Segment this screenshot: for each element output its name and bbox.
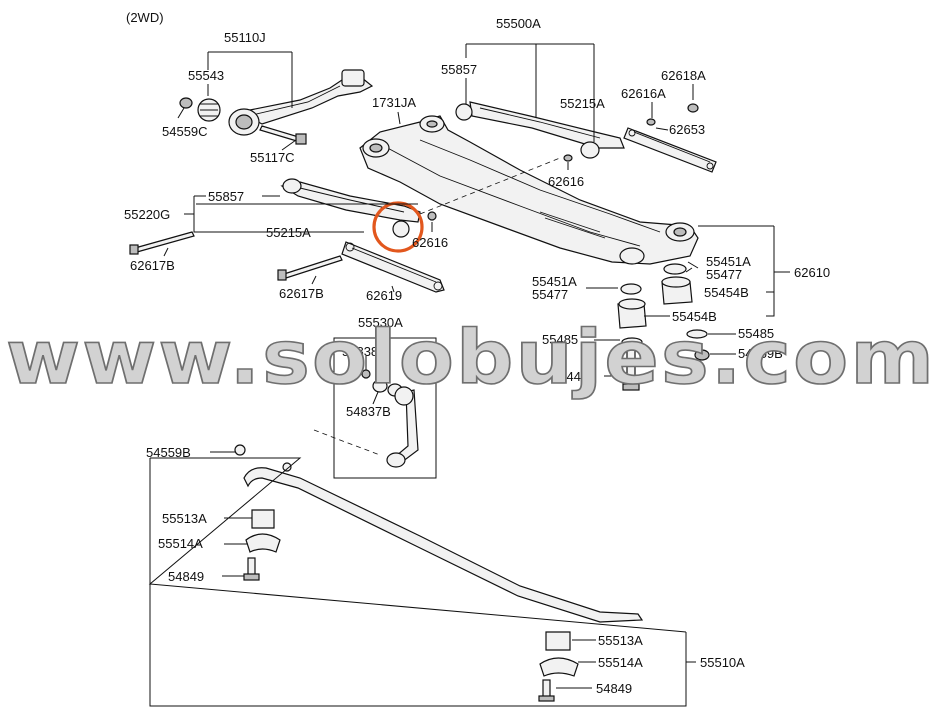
stabilizer-link [313,369,419,468]
callout-62619: 62619 [366,288,402,303]
callout-62610: 62610 [794,265,830,280]
callout-55857-upper: 55857 [441,62,477,77]
callout-62653: 62653 [669,122,705,137]
callout-55454B-lower: 55454B [672,309,717,324]
callout-54849-left: 54849 [168,569,204,584]
callout-55477-right: 55477 [706,267,742,282]
parts-drawing [129,69,717,702]
callout-55448: 55448 [552,369,588,384]
callout-55220G: 55220G [124,207,170,222]
callout-54559C: 54559C [162,124,208,139]
callout-1731JA: 1731JA [372,95,416,110]
callout-62617B-left: 62617B [130,258,175,273]
callout-55510A: 55510A [700,655,745,670]
callout-54849-right: 54849 [596,681,632,696]
leader-lines [148,43,790,707]
callout-55485-right: 55485 [738,326,774,341]
callout-55543: 55543 [188,68,224,83]
callout-54559B-right: 54559B [738,346,783,361]
highlighted-bushing-ring [372,201,424,253]
callout-54838: 54838 [342,344,378,359]
callout-62618A: 62618A [661,68,706,83]
crossmember-bushing-stack [617,263,710,391]
callout-55514A-left: 55514A [158,536,203,551]
lower-link-bar [277,241,445,293]
watermark-text: www.solobujes.com [6,315,936,401]
callout-55485-left: 55485 [542,332,578,347]
upper-trailing-arm [179,69,374,145]
callout-55454B-upper: 55454B [704,285,749,300]
callout-54837B: 54837B [346,404,391,419]
callout-54559B-left: 54559B [146,445,191,460]
callout-55110J: 55110J [224,30,266,45]
lower-lateral-arm [129,178,437,255]
callout-55477-left: 55477 [532,287,568,302]
variant-note: (2WD) [126,10,164,25]
callout-55451A-left: 55451A [532,274,577,289]
callout-55117C: 55117C [250,150,295,165]
callout-55513A-right: 55513A [598,633,643,648]
callout-62617B-mid: 62617B [279,286,324,301]
toe-link-bar [623,127,717,173]
rear-crossmember [359,115,699,265]
callout-55215A-upper: 55215A [560,96,605,111]
callout-55513A-left: 55513A [162,511,207,526]
upper-lateral-arm [455,101,699,162]
callout-55857-lower: 55857 [208,189,244,204]
callout-55215A-lower: 55215A [266,225,311,240]
callout-62616A: 62616A [621,86,666,101]
callout-labels: (2WD) 55110J 55543 54559C 55117C 55500A … [124,10,830,696]
callout-62616-upper: 62616 [548,174,584,189]
callout-55514A-right: 55514A [598,655,643,670]
callout-55500A: 55500A [496,16,541,31]
callout-55530A: 55530A [358,315,403,330]
stabilizer-bar [234,444,644,702]
callout-55451A-right: 55451A [706,254,751,269]
callout-62616-lower: 62616 [412,235,448,250]
